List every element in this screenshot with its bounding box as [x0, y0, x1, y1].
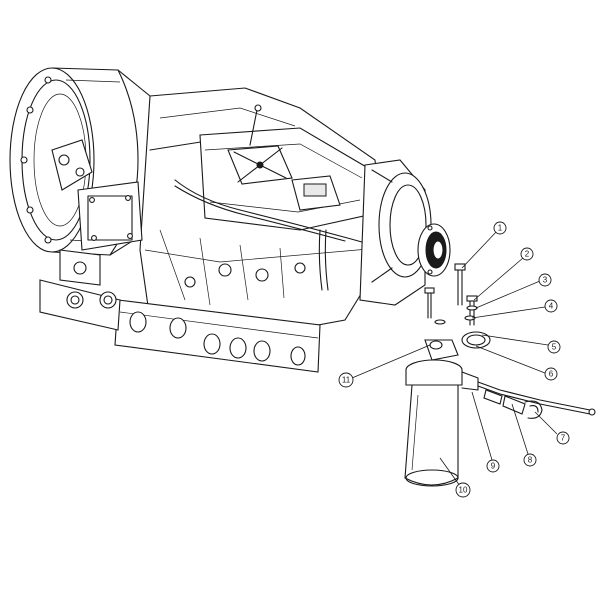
- output-housing: [359, 159, 451, 306]
- svg-text:5: 5: [552, 343, 557, 352]
- filter-head: [424, 339, 459, 361]
- svg-text:10: 10: [459, 486, 468, 495]
- filter-gasket: [461, 331, 491, 349]
- callout-9: 9: [486, 459, 500, 473]
- sensor-fitting: [477, 381, 596, 416]
- callout-4: 4: [544, 299, 558, 313]
- callout-2: 2: [520, 247, 534, 261]
- svg-text:6: 6: [549, 370, 554, 379]
- washers: [434, 305, 478, 325]
- callout-1: 1: [493, 221, 507, 235]
- filter-kit: [404, 263, 596, 487]
- oil-pan: [114, 299, 321, 373]
- svg-text:8: 8: [528, 456, 533, 465]
- svg-text:4: 4: [549, 302, 554, 311]
- svg-text:9: 9: [491, 462, 496, 471]
- svg-text:1: 1: [498, 224, 503, 233]
- svg-text:3: 3: [543, 276, 548, 285]
- mounting-bolts: [424, 263, 478, 326]
- callouts: 1 2 3 4 5 6 7 8: [338, 221, 570, 498]
- callout-10: 10: [455, 482, 471, 498]
- callout-5: 5: [547, 340, 561, 354]
- bell-housing: [9, 67, 161, 256]
- wire-clip: [524, 400, 543, 419]
- callout-6: 6: [544, 367, 558, 381]
- callout-8: 8: [523, 453, 537, 467]
- callout-7: 7: [556, 431, 570, 445]
- svg-text:2: 2: [525, 250, 530, 259]
- svg-text:11: 11: [342, 376, 351, 385]
- callout-3: 3: [538, 273, 552, 287]
- transmission-assembly: [9, 67, 451, 373]
- callout-11: 11: [338, 372, 354, 388]
- filter-canister: [404, 359, 479, 487]
- svg-text:7: 7: [561, 434, 566, 443]
- lower-left-fittings: [39, 249, 121, 331]
